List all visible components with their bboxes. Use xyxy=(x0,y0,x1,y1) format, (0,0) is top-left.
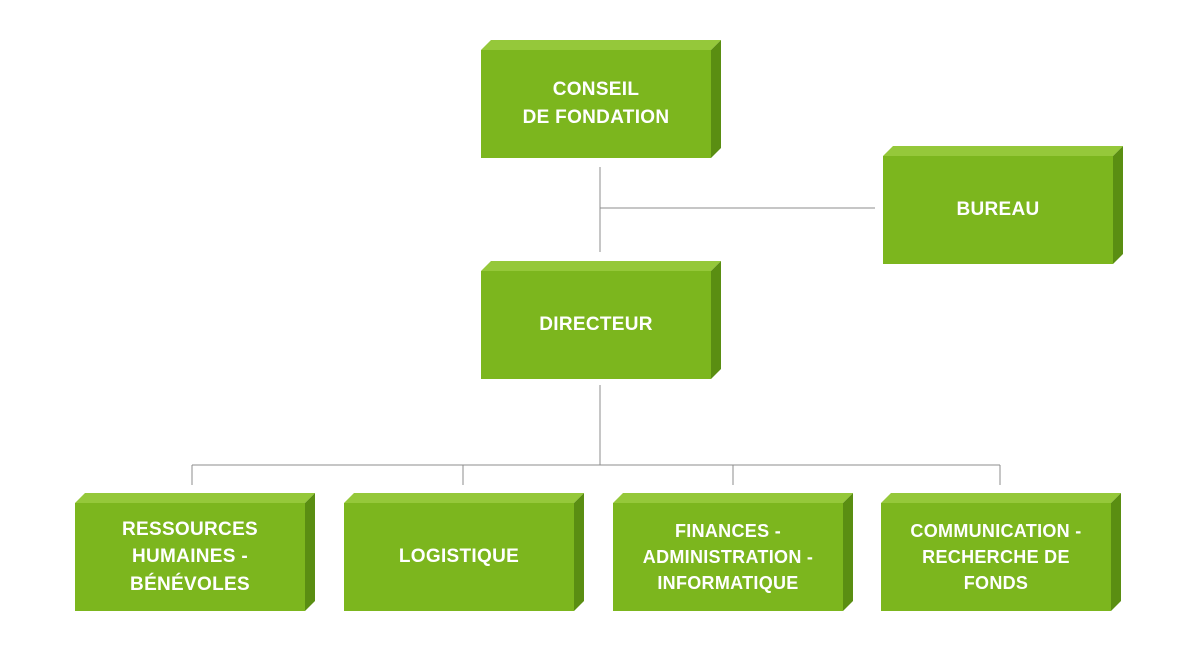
box-top-face xyxy=(883,146,1123,156)
box-ressources-humaines-benevoles: RESSOURCES HUMAINES - BÉNÉVOLES xyxy=(75,493,315,611)
box-side-face xyxy=(711,261,721,379)
box-label: FINANCES - ADMINISTRATION - INFORMATIQUE xyxy=(642,520,814,594)
box-finances-administration-informatique: FINANCES - ADMINISTRATION - INFORMATIQUE xyxy=(613,493,853,611)
box-shape xyxy=(75,493,315,611)
box-front-face xyxy=(613,503,843,611)
box-side-face xyxy=(574,493,584,611)
box-front-face xyxy=(881,503,1111,611)
box-conseil-de-fondation: CONSEIL DE FONDATION xyxy=(481,40,721,158)
box-front-face xyxy=(75,503,305,611)
box-front-face xyxy=(481,271,711,379)
box-front-face xyxy=(344,503,574,611)
box-bureau: BUREAU xyxy=(883,146,1123,264)
box-label: LOGISTIQUE xyxy=(398,546,520,568)
box-label: BUREAU xyxy=(956,199,1040,221)
box-side-face xyxy=(1113,146,1123,264)
box-top-face xyxy=(481,40,721,50)
box-shape xyxy=(344,493,584,611)
box-shape xyxy=(481,40,721,158)
box-side-face xyxy=(711,40,721,158)
box-directeur: DIRECTEUR xyxy=(481,261,721,379)
box-label: RESSOURCES HUMAINES - BÉNÉVOLES xyxy=(121,518,259,595)
box-top-face xyxy=(344,493,584,503)
box-logistique: LOGISTIQUE xyxy=(344,493,584,611)
box-label: COMMUNICATION - RECHERCHE DE FONDS xyxy=(910,520,1082,594)
box-side-face xyxy=(843,493,853,611)
box-top-face xyxy=(481,261,721,271)
box-label: CONSEIL DE FONDATION xyxy=(522,79,670,128)
box-top-face xyxy=(75,493,315,503)
box-side-face xyxy=(1111,493,1121,611)
box-front-face xyxy=(883,156,1113,264)
box-shape xyxy=(881,493,1121,611)
box-shape xyxy=(613,493,853,611)
box-label: DIRECTEUR xyxy=(539,314,653,336)
box-side-face xyxy=(305,493,315,611)
box-front-face xyxy=(481,50,711,158)
box-communication-recherche-de-fonds: COMMUNICATION - RECHERCHE DE FONDS xyxy=(881,493,1121,611)
box-shape xyxy=(481,261,721,379)
box-top-face xyxy=(881,493,1121,503)
box-shape xyxy=(883,146,1123,264)
box-top-face xyxy=(613,493,853,503)
